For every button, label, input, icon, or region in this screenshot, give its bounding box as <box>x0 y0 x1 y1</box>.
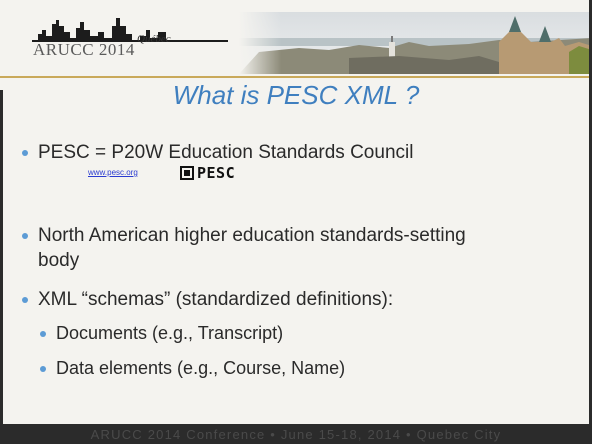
bullet-dot <box>22 297 28 303</box>
header-rule <box>0 76 592 78</box>
pesc-logo-text: PESC <box>197 164 236 182</box>
sub-bullet-1-text: Documents (e.g., Transcript) <box>56 323 284 343</box>
bullet-dot <box>22 150 28 156</box>
footer-text: ARUCC 2014 Conference • June 15-18, 2014… <box>90 427 502 442</box>
sub-bullet-dot <box>40 366 46 372</box>
pesc-logo: PESC <box>180 164 235 182</box>
sub-bullet-dot <box>40 331 46 337</box>
logo-script: Québec <box>137 33 171 45</box>
frame-left-border <box>0 90 3 424</box>
pesc-link[interactable]: www.pesc.org <box>88 168 138 177</box>
sub-bullet-2-text: Data elements (e.g., Course, Name) <box>56 358 346 378</box>
bullet-3-text: XML “schemas” (standardized definitions)… <box>38 289 394 310</box>
quebec-city-photo <box>239 12 592 74</box>
bullet-2-line-1: North American higher education standard… <box>38 225 466 246</box>
pesc-logo-mark <box>180 166 194 180</box>
skyline-logo <box>32 18 228 42</box>
bullet-1-text: PESC = P20W Education Standards Council <box>38 142 414 163</box>
frame-right-border <box>589 0 592 424</box>
slide-header: ARUCC 2014 Québec <box>0 0 592 78</box>
footer-bar <box>0 424 592 444</box>
slide-title: What is PESC XML ? <box>172 80 420 110</box>
bullet-2-line-2: body <box>38 250 80 271</box>
logo-text: ARUCC 2014 <box>33 40 135 59</box>
bullet-dot <box>22 233 28 239</box>
